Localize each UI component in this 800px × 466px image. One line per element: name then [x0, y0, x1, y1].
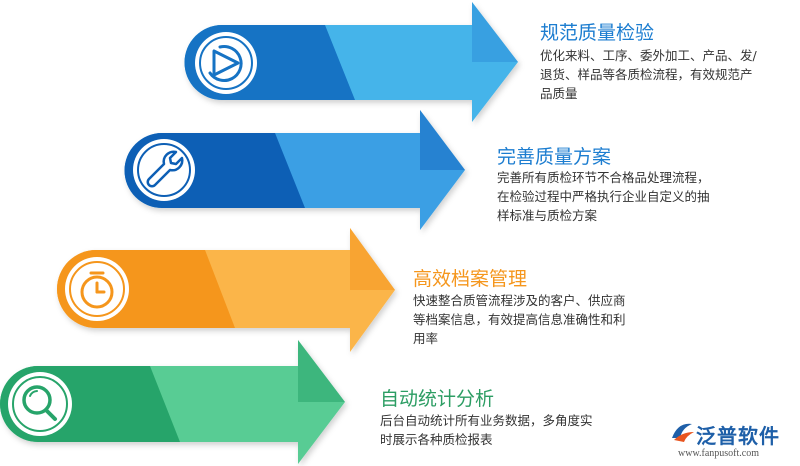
feature-title-4: 自动统计分析 [380, 388, 495, 410]
feature-desc-2: 完善所有质检环节不合格品处理流程， 在检验过程中严格执行企业自定义的抽 样标准与… [497, 170, 710, 223]
feature-title-3: 高效档案管理 [413, 268, 528, 290]
feature-title-2: 完善质量方案 [497, 146, 612, 168]
fanpu-logo-icon [672, 423, 694, 442]
brand-logo: 泛普软件 www.fanpusoft.com [668, 418, 796, 462]
brand-name: 泛普软件 [696, 424, 780, 448]
feature-desc-4: 后台自动统计所有业务数据，多角度实 时展示各种质检报表 [380, 413, 593, 447]
wrench-icon [133, 139, 195, 201]
pie-chart-icon [195, 32, 257, 94]
stopwatch-icon [65, 257, 129, 321]
feature-title-1: 规范质量检验 [540, 22, 655, 44]
arrow-3 [57, 228, 395, 352]
feature-desc-1: 优化来料、工序、委外加工、产品、发/ 退货、样品等各质检流程，有效规范产 品质量 [540, 48, 757, 101]
magnifier-icon [8, 372, 72, 436]
brand-url: www.fanpusoft.com [678, 448, 760, 459]
feature-desc-3: 快速整合质管流程涉及的客户、供应商 等档案信息，有效提高信息准确性和利 用率 [413, 293, 626, 346]
